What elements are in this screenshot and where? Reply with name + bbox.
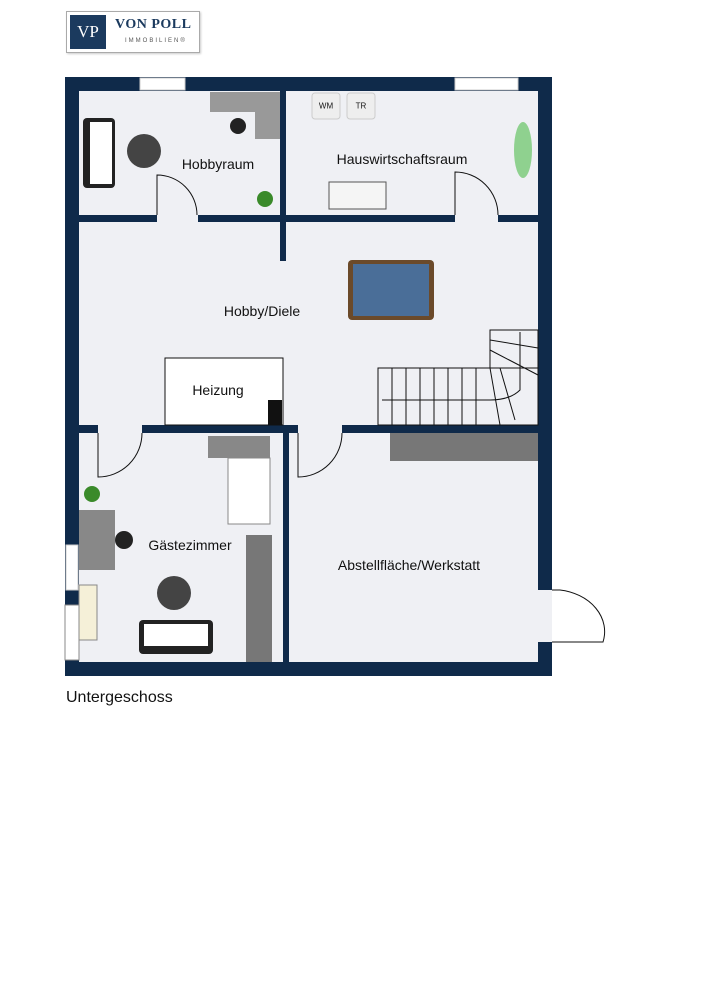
floor bbox=[79, 91, 538, 662]
dryer-label: TR bbox=[355, 101, 367, 111]
von-poll-logo: VP VON POLL IMMOBILIEN® bbox=[66, 11, 200, 53]
room-label-heizung: Heizung bbox=[192, 382, 244, 398]
interior-walls bbox=[79, 91, 538, 662]
furniture bbox=[64, 92, 538, 662]
stairs bbox=[377, 329, 539, 426]
room-label-gaestezimmer: Gästezimmer bbox=[148, 537, 232, 553]
room-label-hobbyraum: Hobbyraum bbox=[181, 156, 255, 172]
logo-mark: VP bbox=[70, 15, 106, 49]
room-label-hobby-diele: Hobby/Diele bbox=[223, 303, 301, 319]
floor-caption: Untergeschoss bbox=[66, 689, 173, 706]
room-label-abstellflaeche: Abstellfläche/Werkstatt bbox=[337, 557, 481, 573]
room-label-hauswirtschaftsraum: Hauswirtschaftsraum bbox=[336, 151, 468, 167]
door-swings bbox=[97, 171, 606, 643]
logo-name: VON POLL bbox=[115, 17, 192, 32]
washer-label: WM bbox=[318, 101, 334, 111]
logo-sub: IMMOBILIEN® bbox=[125, 38, 187, 44]
windows bbox=[65, 77, 519, 591]
exterior-door-opening bbox=[538, 590, 552, 642]
heating-room bbox=[164, 357, 284, 426]
